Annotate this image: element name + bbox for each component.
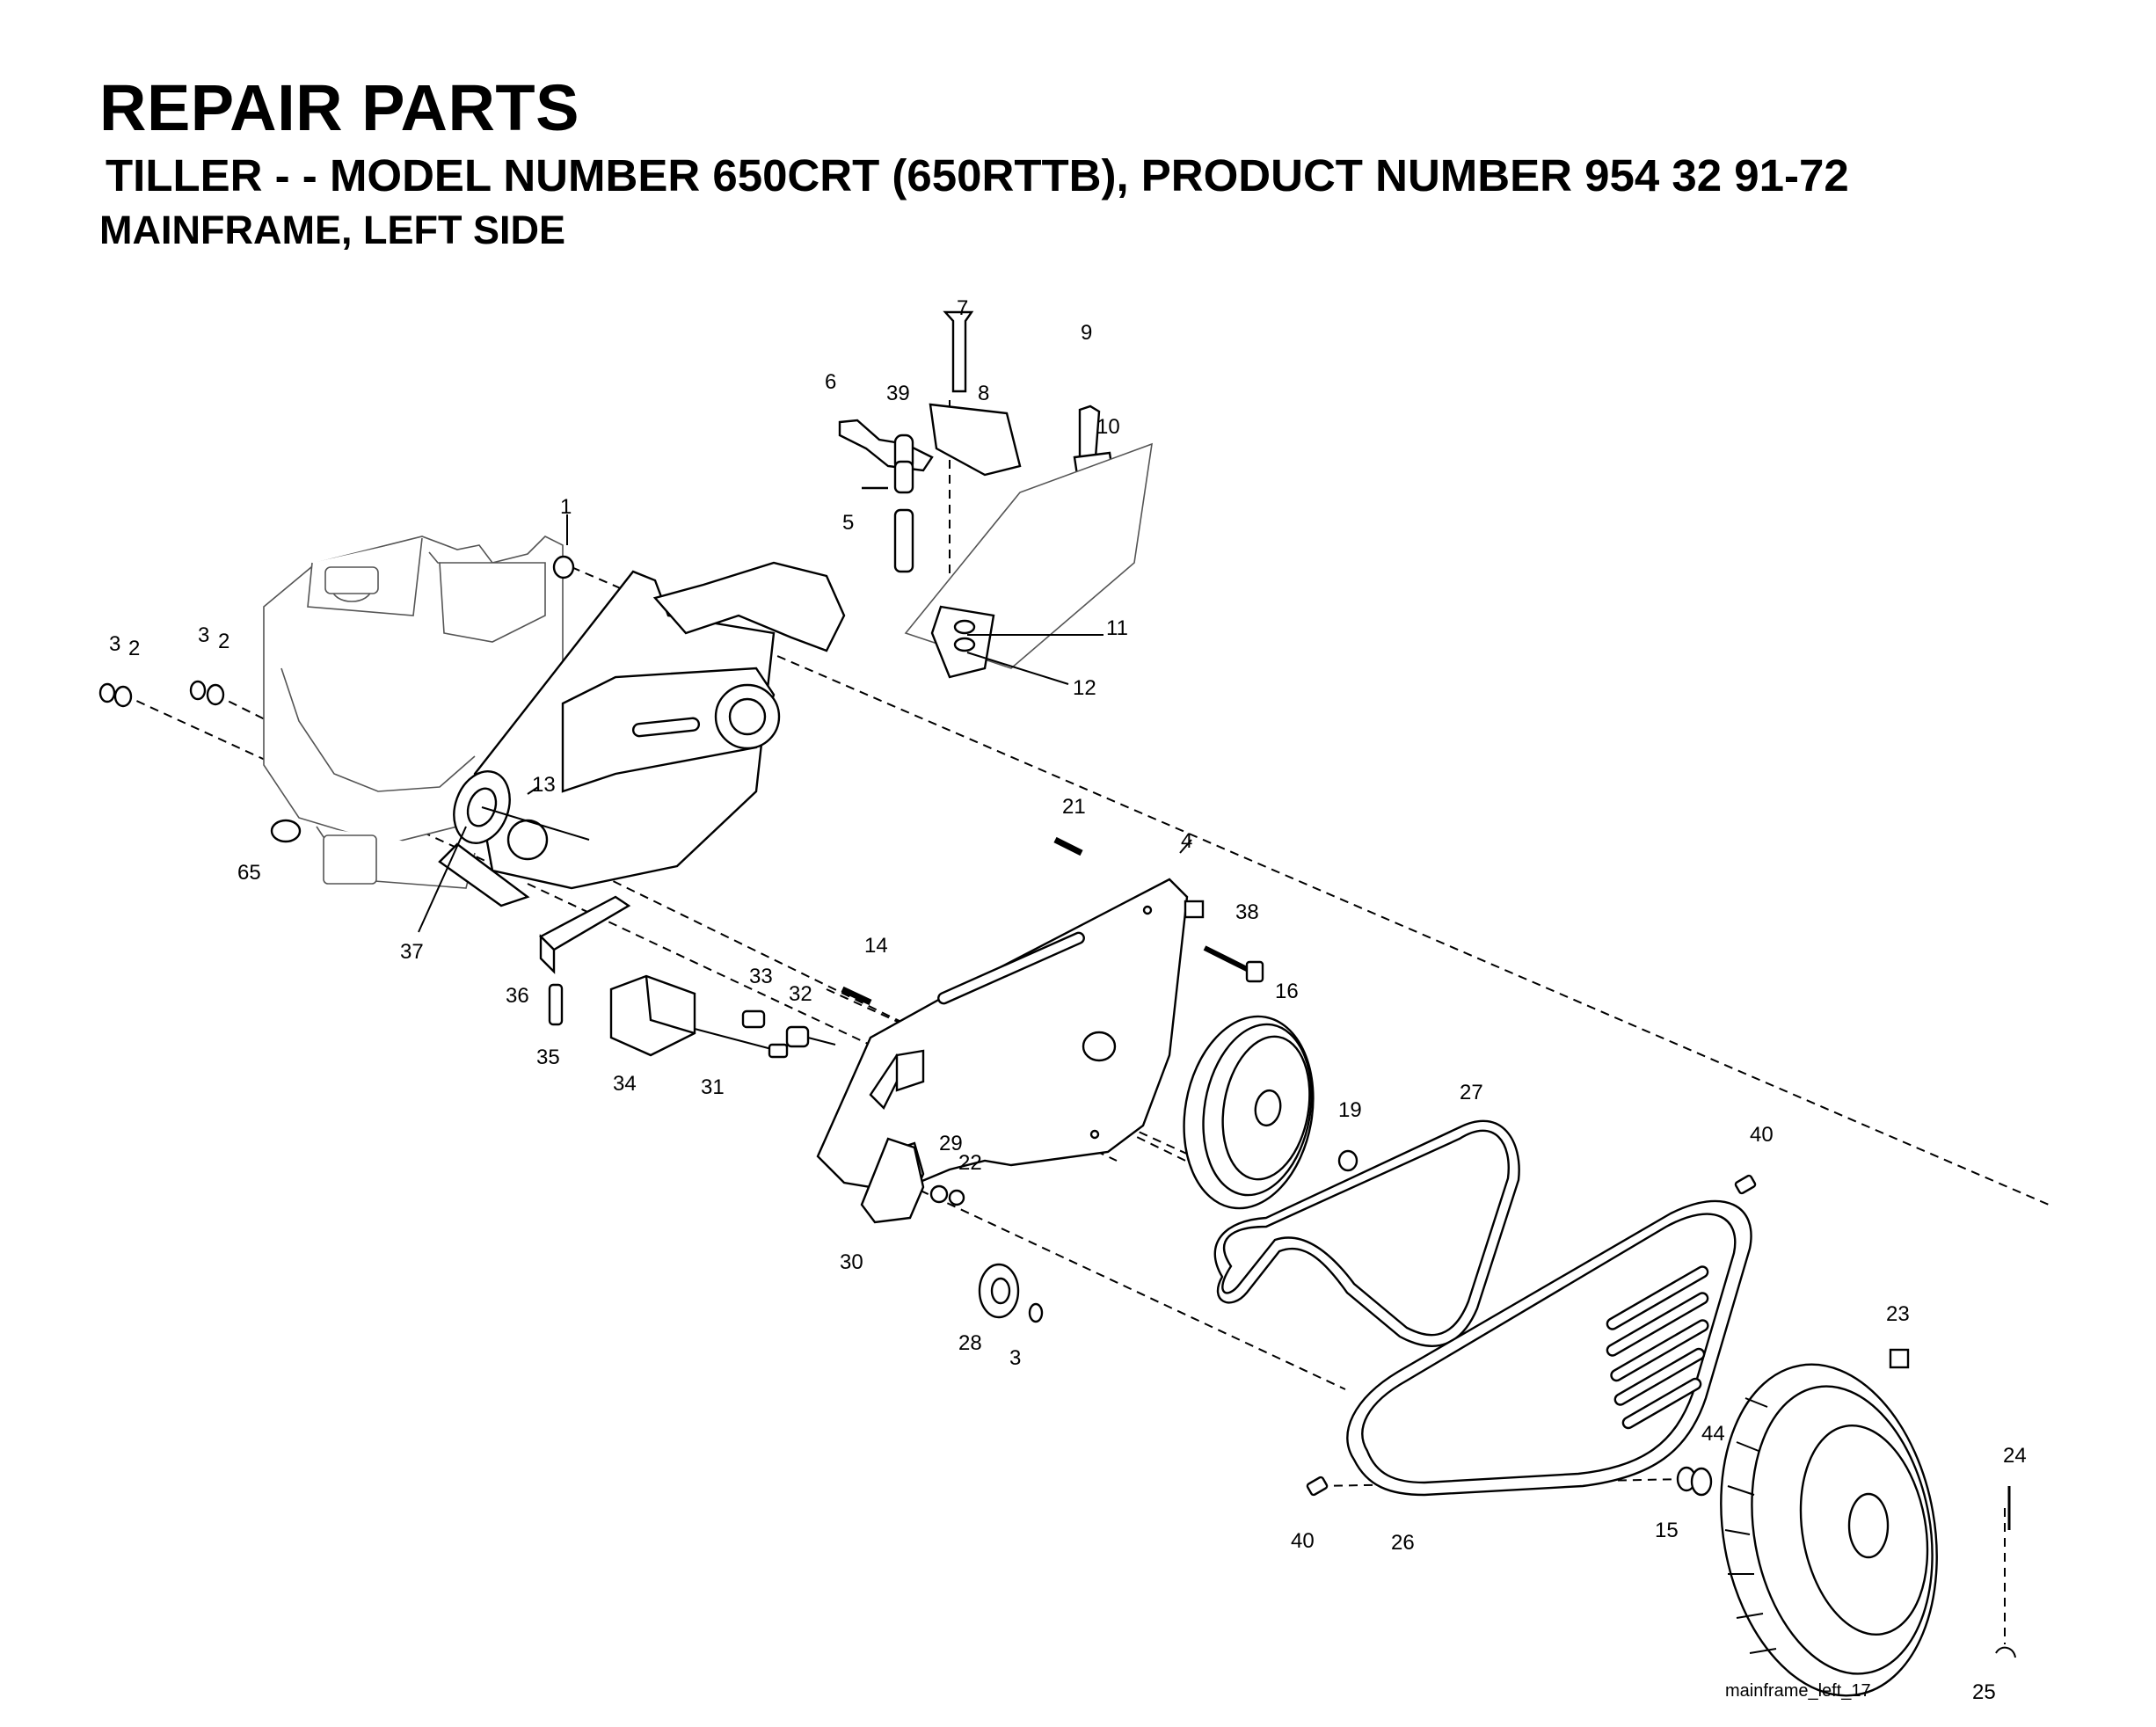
callout-22: 22 xyxy=(958,1151,982,1175)
callout-32: 32 xyxy=(789,982,812,1006)
washer-19 xyxy=(1337,1149,1358,1172)
callout-9: 9 xyxy=(1081,321,1092,345)
callout-28: 28 xyxy=(958,1331,982,1355)
chain-case-4 xyxy=(816,878,1205,1211)
callout-6: 6 xyxy=(825,370,836,394)
callout-40: 40 xyxy=(1750,1123,1774,1147)
callout-33: 33 xyxy=(749,965,773,988)
belt-cover-26 xyxy=(1346,1199,1752,1497)
idler-bracket-30 xyxy=(860,1137,965,1224)
callout-15: 15 xyxy=(1655,1519,1679,1542)
block-34 xyxy=(609,974,789,1059)
callout-leaders xyxy=(418,514,1192,933)
left-hardware xyxy=(98,555,575,708)
pins-24-25 xyxy=(1995,1486,2016,1658)
screws-40 xyxy=(1306,1174,1757,1497)
callout-27: 27 xyxy=(1460,1081,1483,1104)
callout-23: 23 xyxy=(1886,1302,1910,1326)
callout-34: 34 xyxy=(613,1072,637,1096)
callout-8: 8 xyxy=(978,382,989,405)
callout-25: 25 xyxy=(1972,1680,1996,1704)
callout-44: 44 xyxy=(1701,1422,1725,1446)
callout-29: 29 xyxy=(939,1132,963,1155)
callout-3: 3 xyxy=(109,632,120,656)
callout-38: 38 xyxy=(1235,900,1259,924)
callout-65: 65 xyxy=(237,861,261,885)
callout-3b: 3 xyxy=(198,623,209,647)
callout-16: 16 xyxy=(1275,980,1299,1003)
callout-36: 36 xyxy=(506,984,529,1008)
callout-2: 2 xyxy=(128,637,140,660)
mainframe xyxy=(438,561,846,907)
callout-4: 4 xyxy=(1181,829,1192,853)
callout-5: 5 xyxy=(842,511,854,535)
upper-bracket-assembly xyxy=(838,310,1153,679)
section-title: MAINFRAME, LEFT SIDE xyxy=(99,208,565,252)
idler-pulley-28 xyxy=(978,1263,1044,1323)
callout-24: 24 xyxy=(2003,1444,2027,1468)
callout-14: 14 xyxy=(864,934,888,958)
callout-21: 21 xyxy=(1062,795,1086,819)
callout-2b: 2 xyxy=(218,630,229,653)
callout-35: 35 xyxy=(536,1046,560,1069)
callout-37: 37 xyxy=(400,940,424,964)
callout-3c: 3 xyxy=(1009,1346,1021,1370)
sheave-16 xyxy=(1183,1015,1315,1210)
callout-11: 11 xyxy=(1106,616,1128,640)
engine-pulley xyxy=(453,770,590,844)
callout-30: 30 xyxy=(840,1250,863,1274)
callout-13: 13 xyxy=(532,773,556,797)
callout-19: 19 xyxy=(1338,1098,1362,1122)
callout-40b: 40 xyxy=(1291,1529,1315,1553)
bracket-36 xyxy=(539,895,631,1026)
callout-12: 12 xyxy=(1073,676,1096,700)
bolts-32-33 xyxy=(741,1009,836,1048)
callout-31: 31 xyxy=(701,1075,725,1099)
bolt-38 xyxy=(1203,945,1264,983)
washers-15-44 xyxy=(1676,1466,1713,1497)
pins-14-21 xyxy=(841,836,1083,1006)
callout-26: 26 xyxy=(1391,1531,1415,1555)
callout-1: 1 xyxy=(560,495,572,519)
callout-7: 7 xyxy=(957,296,968,320)
wheel-23 xyxy=(1720,1348,1938,1697)
page-title: REPAIR PARTS xyxy=(99,71,579,144)
nut-65 xyxy=(270,819,302,843)
callout-10: 10 xyxy=(1096,415,1120,439)
page-subtitle: TILLER - - MODEL NUMBER 650CRT (650RTTB)… xyxy=(106,150,1849,200)
figure-filename: mainframe_left_17 xyxy=(1725,1681,1871,1701)
callout-39: 39 xyxy=(886,382,910,405)
callout-labels: 1 2 3 3 2 4 5 6 7 8 9 10 11 12 13 14 15 … xyxy=(109,296,2027,1704)
